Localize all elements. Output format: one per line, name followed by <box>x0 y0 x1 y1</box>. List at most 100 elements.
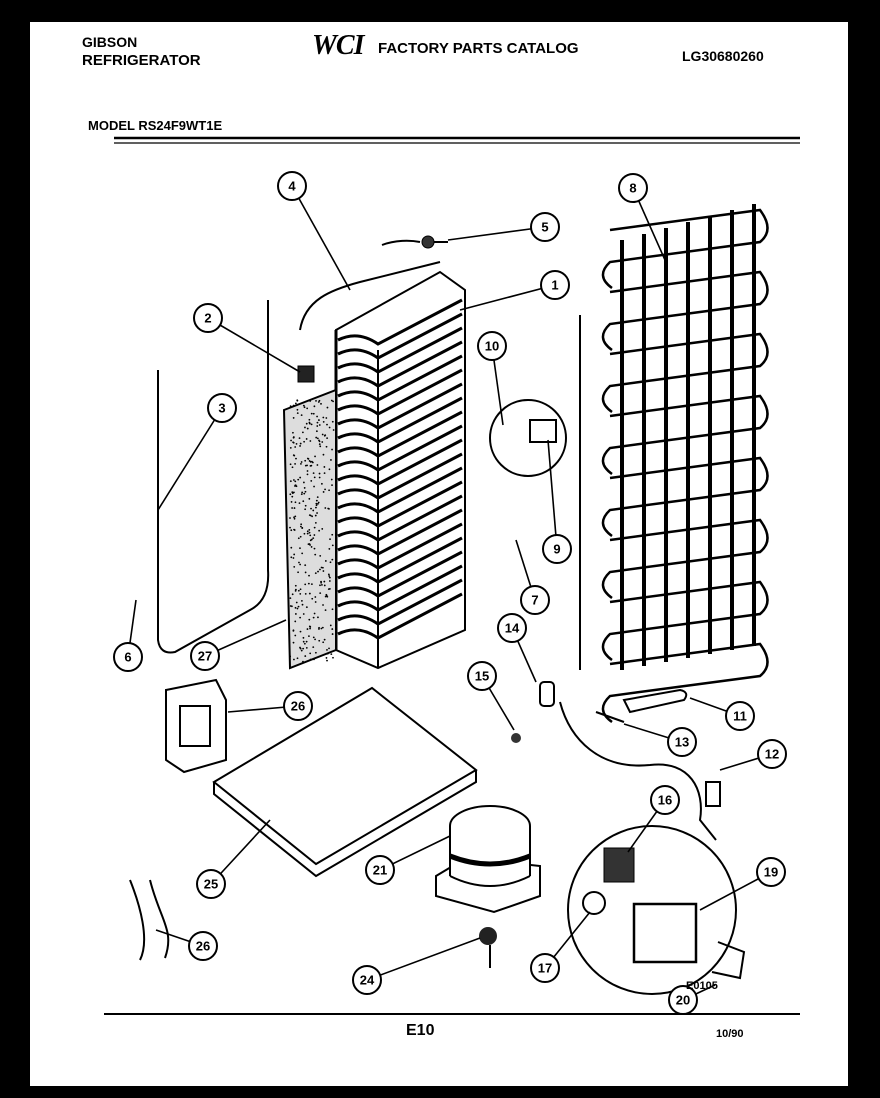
insulation-speckle <box>308 528 311 531</box>
insulation-speckle <box>313 534 316 536</box>
insulation-speckle <box>315 436 318 439</box>
insulation-speckle <box>308 635 310 638</box>
insulation-speckle <box>319 584 321 587</box>
insulation-speckle <box>329 561 332 564</box>
insulation-speckle <box>294 515 297 518</box>
insulation-speckle <box>323 580 326 583</box>
insulation-speckle <box>303 492 306 495</box>
insulation-speckle <box>328 580 331 582</box>
insulation-speckle <box>314 596 317 598</box>
insulation-speckle <box>313 526 316 529</box>
callout-19: 19 <box>756 857 786 887</box>
insulation-speckle <box>303 642 306 645</box>
insulation-speckle <box>290 439 292 442</box>
insulation-speckle <box>295 601 298 604</box>
insulation-speckle <box>299 442 302 445</box>
insulation-speckle <box>292 557 295 559</box>
insulation-speckle <box>328 575 331 577</box>
callout-circle <box>196 869 226 899</box>
insulation-speckle <box>300 461 303 463</box>
insulation-speckle <box>293 553 296 556</box>
insulation-speckle <box>317 570 319 573</box>
insulation-speckle <box>294 501 297 504</box>
callout-20: 20 <box>668 985 698 1015</box>
compressor <box>435 805 541 914</box>
bracket-part <box>529 419 557 443</box>
insulation-speckle <box>306 628 309 630</box>
insulation-speckle <box>298 561 300 564</box>
callout-label: 9 <box>553 542 560 557</box>
capillary-tube <box>157 300 270 654</box>
insulation-speckle <box>314 572 317 575</box>
insulation-speckle <box>318 439 320 442</box>
callout-26a: 26 <box>283 691 313 721</box>
suction-tube <box>299 261 441 331</box>
insulation-speckle <box>291 593 294 596</box>
insulation-speckle <box>317 501 320 504</box>
insulation-speckle <box>300 523 303 526</box>
insulation-speckle <box>318 443 321 446</box>
insulation-speckle <box>289 526 291 529</box>
insulation-speckle <box>290 529 293 532</box>
callout-circle <box>520 585 550 615</box>
insulation-speckle <box>293 528 295 531</box>
insulation-speckle <box>293 658 295 661</box>
callout-circle <box>283 691 313 721</box>
insulation-speckle <box>313 405 316 408</box>
insulation-speckle <box>291 507 293 509</box>
insulation-speckle <box>294 402 297 405</box>
callout-label: 21 <box>373 863 387 878</box>
insulation-speckle <box>316 421 319 424</box>
insulation-speckle <box>300 493 303 496</box>
grommet <box>479 927 497 945</box>
insulation-speckle <box>292 404 295 407</box>
insulation-speckle <box>302 500 305 503</box>
callout-circle <box>530 212 560 242</box>
insulation-speckle <box>293 454 296 457</box>
callout-6: 6 <box>113 642 143 672</box>
insulation-speckle <box>296 607 299 610</box>
callout-circle <box>190 641 220 671</box>
insulation-speckle <box>294 606 297 609</box>
callout-label: 11 <box>733 709 747 724</box>
leader-line <box>157 407 223 511</box>
callout-1: 1 <box>540 270 570 300</box>
insulation-speckle <box>325 657 328 659</box>
product-type: REFRIGERATOR <box>82 52 201 69</box>
callout-label: 13 <box>675 735 689 750</box>
insulation-speckle <box>298 502 301 505</box>
overload-part <box>582 891 606 915</box>
insulation-speckle <box>309 625 312 628</box>
insulation-speckle <box>305 646 308 649</box>
insulation-speckle <box>308 618 311 621</box>
insulation-speckle <box>301 527 304 529</box>
insulation-speckle <box>301 431 304 434</box>
insulation-speckle <box>318 476 321 479</box>
insulation-speckle <box>319 568 321 571</box>
insulation-speckle <box>308 574 310 577</box>
insulation-speckle <box>306 470 309 472</box>
insulation-speckle <box>321 528 324 530</box>
insulation-speckle <box>318 419 320 421</box>
insulation-speckle <box>305 422 308 425</box>
insulation-speckle <box>290 546 293 549</box>
insulation-speckle <box>316 464 319 466</box>
insulation-speckle <box>304 564 307 567</box>
insulation-speckle <box>293 507 296 509</box>
insulation-speckle <box>306 427 309 430</box>
insulation-speckle <box>321 433 324 436</box>
insulation-speckle <box>312 537 315 540</box>
insulation-speckle <box>318 424 321 426</box>
insulation-speckle <box>313 658 315 661</box>
insulation-speckle <box>329 538 331 541</box>
insulation-speckle <box>315 400 317 402</box>
leader-line <box>291 185 351 291</box>
condenser-tube-loop <box>601 208 769 290</box>
insulation-speckle <box>331 558 334 561</box>
insulation-speckle <box>310 480 313 482</box>
insulation-speckle <box>305 438 308 440</box>
insulation-speckle <box>316 502 319 505</box>
insulation-speckle <box>302 640 305 643</box>
insulation-speckle <box>301 603 304 606</box>
wire-harness <box>129 879 170 961</box>
